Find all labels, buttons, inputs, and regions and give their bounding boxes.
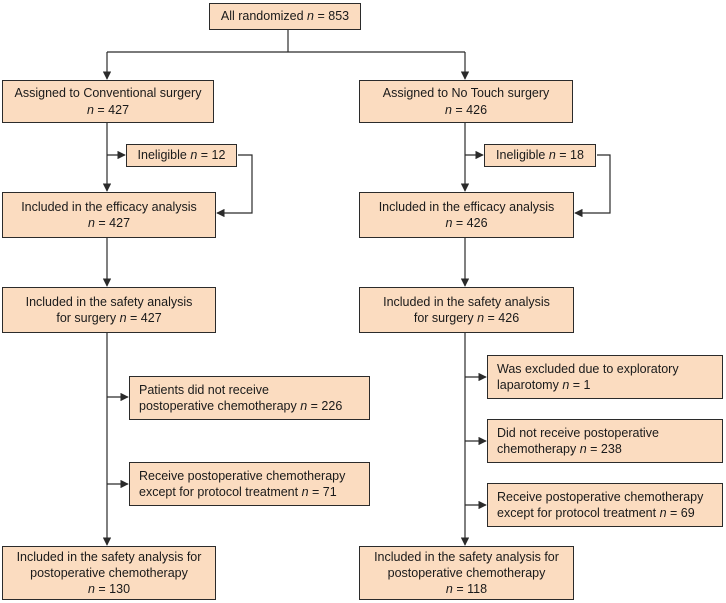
n-symbol: n <box>444 102 452 117</box>
right-efficacy-label: Included in the efficacy analysis <box>378 199 555 214</box>
right-safety-surgery-label: Included in the safety analysis <box>383 294 550 309</box>
n-symbol: n <box>300 399 308 413</box>
n-symbol: n <box>477 311 485 325</box>
right-assigned-label: Assigned to No Touch surgery <box>382 86 550 101</box>
right-excluded-label: Was excluded due to exploratory <box>497 361 679 376</box>
right-no-chemo-label2: chemotherapy <box>497 442 577 456</box>
box-right-other-chemo: Receive postoperative chemotherapy excep… <box>487 483 723 527</box>
all-randomized-label: All randomized <box>220 9 304 24</box>
n-symbol: n <box>548 148 556 163</box>
left-efficacy-label: Included in the efficacy analysis <box>21 199 197 214</box>
box-right-ineligible: Ineligible n = 18 <box>484 144 596 167</box>
box-left-ineligible: Ineligible n = 12 <box>126 144 237 167</box>
right-safety-chemo-value: = 118 <box>456 582 488 597</box>
n-symbol: n <box>119 311 127 325</box>
box-left-safety-chemo: Included in the safety analysis for post… <box>2 546 216 600</box>
left-no-chemo-label2: postoperative chemotherapy <box>139 399 297 413</box>
left-other-chemo-label2: except for protocol treatment <box>139 485 299 499</box>
all-randomized-value: = 853 <box>317 9 350 24</box>
box-right-assigned: Assigned to No Touch surgery n = 426 <box>359 80 573 123</box>
left-safety-surgery-label2: for surgery <box>56 311 117 325</box>
left-safety-surgery-label: Included in the safety analysis <box>25 294 193 309</box>
n-symbol: n <box>87 582 95 597</box>
arrow-right-ineligible-return <box>574 154 611 218</box>
left-safety-chemo-label2: postoperative chemotherapy <box>30 565 188 580</box>
right-efficacy-value: = 426 <box>455 216 488 230</box>
box-right-safety-chemo: Included in the safety analysis for post… <box>359 546 574 600</box>
right-no-chemo-value: = 238 <box>590 442 622 456</box>
n-symbol: n <box>86 102 94 117</box>
n-symbol: n <box>659 506 667 520</box>
box-right-efficacy: Included in the efficacy analysis n = 42… <box>359 192 574 238</box>
n-symbol: n <box>190 148 198 163</box>
box-left-no-chemo: Patients did not receive postoperative c… <box>129 376 370 420</box>
right-ineligible-label: Ineligible <box>496 148 546 163</box>
right-assigned-value: = 426 <box>455 102 488 117</box>
right-safety-surgery-label2: for surgery <box>413 311 474 325</box>
arrow-left-ineligible-return <box>216 154 253 218</box>
left-other-chemo-label: Receive postoperative chemotherapy <box>139 468 346 483</box>
box-left-safety-surgery: Included in the safety analysis for surg… <box>2 287 216 333</box>
left-no-chemo-label: Patients did not receive <box>139 382 269 397</box>
right-other-chemo-label: Receive postoperative chemotherapy <box>497 489 704 504</box>
right-safety-chemo-label: Included in the safety analysis for <box>374 549 559 564</box>
right-safety-surgery-value: = 426 <box>487 311 520 325</box>
box-left-efficacy: Included in the efficacy analysis n = 42… <box>2 192 216 238</box>
right-other-chemo-value: = 69 <box>670 506 695 520</box>
right-other-chemo-label2: except for protocol treatment <box>497 506 657 520</box>
left-safety-chemo-value: = 130 <box>98 582 131 597</box>
right-excluded-label2: laparotomy <box>497 378 559 392</box>
left-efficacy-value: = 427 <box>98 216 131 230</box>
left-no-chemo-value: = 226 <box>310 399 343 413</box>
n-symbol: n <box>307 9 314 24</box>
right-ineligible-value: = 18 <box>559 148 584 163</box>
left-assigned-label: Assigned to Conventional surgery <box>14 86 202 101</box>
n-symbol: n <box>87 216 95 230</box>
box-right-no-chemo: Did not receive postoperative chemothera… <box>487 419 723 463</box>
n-symbol: n <box>445 582 453 597</box>
right-no-chemo-label: Did not receive postoperative <box>497 425 659 440</box>
n-symbol: n <box>301 485 309 499</box>
box-left-other-chemo: Receive postoperative chemotherapy excep… <box>129 462 370 506</box>
n-symbol: n <box>579 442 587 456</box>
box-right-excluded: Was excluded due to exploratory laparoto… <box>487 355 723 399</box>
right-safety-chemo-label2: postoperative chemotherapy <box>387 565 546 580</box>
left-other-chemo-value: = 71 <box>312 485 337 499</box>
box-all-randomized: All randomized n = 853 <box>209 3 361 30</box>
left-safety-chemo-label: Included in the safety analysis for <box>16 549 202 564</box>
n-symbol: n <box>562 378 570 392</box>
box-left-assigned: Assigned to Conventional surgery n = 427 <box>2 80 214 123</box>
box-right-safety-surgery: Included in the safety analysis for surg… <box>359 287 574 333</box>
right-excluded-value: = 1 <box>572 378 591 392</box>
n-symbol: n <box>445 216 453 230</box>
left-safety-surgery-value: = 427 <box>130 311 162 325</box>
left-ineligible-value: = 12 <box>200 148 226 163</box>
left-ineligible-label: Ineligible <box>137 148 187 163</box>
left-assigned-value: = 427 <box>97 102 130 117</box>
